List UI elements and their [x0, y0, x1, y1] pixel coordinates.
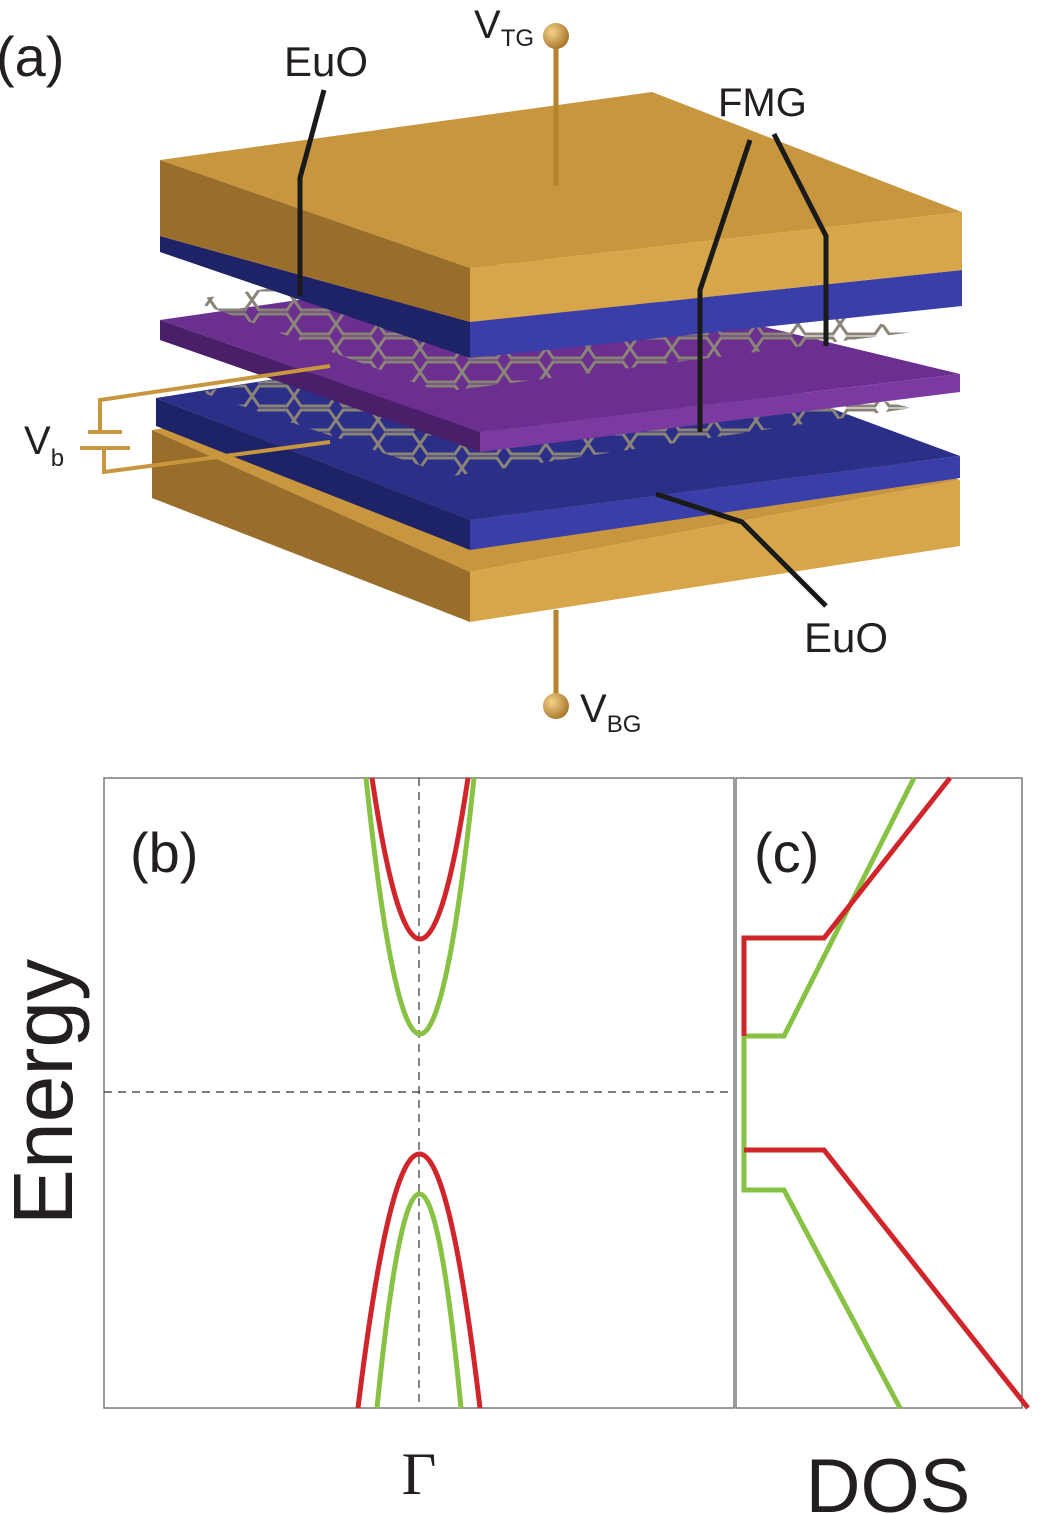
fmg-leader-lower: [697, 139, 753, 432]
euo-bottom-label: EuO: [804, 614, 888, 661]
euo-bottom-leader: [655, 491, 828, 608]
top-gate-ball: [543, 23, 569, 49]
top-gate-label: VTG: [474, 3, 534, 52]
top-gate-lead: [543, 23, 569, 186]
band-structure-plot: (b) Γ Energy: [0, 777, 735, 1507]
panel-c-frame: [735, 777, 1023, 1409]
red-conduction-band: [369, 777, 471, 942]
bottom-gate-label: VBG: [580, 687, 641, 738]
top-euo-layer: [160, 236, 962, 358]
red-dos-curve: [741, 776, 1030, 1410]
panel-a-label: (a): [0, 25, 64, 88]
panel-b-label: (b): [130, 821, 198, 884]
fmg-leader-upper: [771, 132, 829, 346]
bias-circuit: [80, 364, 331, 475]
bottom-gate-lead: [543, 610, 569, 719]
dos-axis-label: DOS: [806, 1444, 971, 1514]
dos-plot: (c) DOS: [735, 776, 1030, 1514]
red-valence-band: [355, 1151, 483, 1409]
gamma-tick-label: Γ: [402, 1441, 437, 1507]
fmg-label: FMG: [718, 81, 807, 125]
bottom-gate-ball: [543, 693, 569, 719]
top-gate-block: [160, 92, 962, 322]
bias-label: Vb: [24, 419, 64, 472]
green-dos-curve: [741, 776, 917, 1410]
green-conduction-band: [363, 777, 477, 1037]
panel-c-label: (c): [754, 821, 819, 884]
green-valence-band: [374, 1191, 464, 1409]
device-schematic: (a) VTG VBG Vb EuO FMG EuO: [0, 3, 962, 738]
euo-top-label: EuO: [284, 38, 368, 85]
energy-axis-label: Energy: [0, 959, 90, 1225]
euo-top-leader: [297, 89, 327, 296]
leader-lines: [297, 89, 829, 608]
